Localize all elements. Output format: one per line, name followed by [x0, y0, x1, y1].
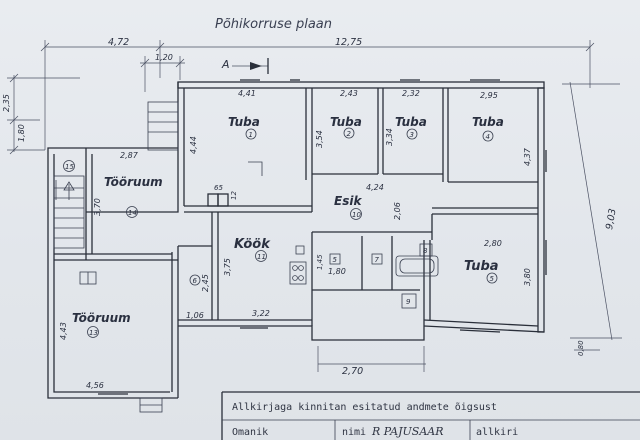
room-tuba-1: Tuba 1	[228, 115, 260, 140]
tuba1-corner-mark	[248, 161, 263, 176]
room-tuba-5-name: Tuba	[464, 259, 499, 274]
dim-tuba2-top: 2,43	[340, 89, 358, 98]
title-block-owner-label: Omanik	[232, 427, 269, 438]
room-small-6-num: 6	[193, 277, 198, 285]
room-tooruum-14-name: Tööruum	[104, 175, 163, 189]
bottom-dimension-line	[317, 346, 426, 372]
dim-kook-side: 3,75	[223, 258, 232, 276]
dim-tooruum13-bottom: 4,56	[86, 381, 104, 390]
dim-right-total: 9,03	[604, 208, 619, 231]
interior-walls	[54, 88, 538, 326]
section-marker-a	[232, 58, 269, 74]
room-tooruum-13-num: 13	[89, 329, 98, 337]
room-tuba-1-num: 1	[249, 131, 253, 139]
room-small-6: 6	[189, 274, 201, 286]
room-stair-num: 15	[65, 163, 74, 171]
room-small-5-num: 5	[333, 256, 338, 264]
dim-tuba2-side: 3,54	[315, 130, 324, 148]
outside-steps	[139, 397, 163, 413]
staircase	[53, 175, 85, 249]
room-wc-9: 9	[401, 293, 417, 309]
room-esik-num: 10	[352, 211, 361, 219]
dim-tooruum14-top: 2,87	[120, 151, 139, 160]
room-tuba-5-num: 5	[490, 275, 495, 283]
room-bath-8-num: 8	[423, 247, 428, 255]
room-tuba-1-name: Tuba	[228, 115, 260, 129]
room-tuba-4-num: 4	[486, 133, 490, 141]
dim-tooruum13-side: 4,43	[59, 322, 68, 340]
room-small-5: 5	[329, 253, 341, 265]
workroom-fixture	[79, 271, 97, 285]
room-tuba-2-name: Tuba	[330, 115, 362, 129]
dim-tuba1-side: 4,44	[189, 136, 198, 154]
dim-room5-bottom: 1,80	[328, 267, 346, 276]
dim-kook-bottom: 3,22	[252, 309, 270, 318]
title-block	[221, 391, 640, 440]
dim-tuba4-top: 2,95	[480, 91, 498, 100]
dim-entry-width: 1,20	[155, 53, 173, 62]
room-tuba-3: Tuba 3	[395, 115, 427, 140]
room-tuba-4: Tuba 4	[472, 115, 504, 142]
room-esik-name: Esik	[334, 194, 362, 208]
dim-tuba1-top: 4,41	[238, 89, 256, 98]
dim-tuba3-top: 2,32	[402, 89, 420, 98]
room-tooruum-13-name: Tööruum	[72, 311, 131, 325]
dim-tuba5-top: 2,80	[484, 239, 502, 248]
room-bath-8: 8	[419, 243, 433, 257]
dim-opening-12: 12	[230, 191, 238, 200]
dim-top-left: 4,72	[108, 37, 129, 48]
left-dimension-line	[7, 73, 80, 155]
dim-tuba3-side: 3,34	[385, 128, 394, 146]
dim-esik-side: 2,06	[393, 202, 402, 220]
dim-tuba5-side: 3,80	[523, 268, 532, 286]
room-tuba-4-name: Tuba	[472, 115, 504, 129]
right-dimension-line	[562, 81, 622, 351]
dim-top-right: 12,75	[335, 37, 362, 48]
room-kook-num: 11	[257, 253, 266, 261]
room-stair-15: 15	[63, 160, 75, 172]
dim-room6-side: 2,45	[201, 274, 210, 292]
dim-room6-bottom: 1,06	[186, 311, 204, 320]
room-small-7-num: 7	[375, 256, 380, 264]
title-block-statement: Allkirjaga kinnitan esitatud andmete õig…	[232, 402, 497, 413]
room-kook: Köök 11	[234, 237, 271, 262]
kitchen-stove	[289, 245, 307, 285]
dim-opening-65: 65	[214, 184, 223, 192]
outer-walls	[47, 81, 545, 399]
room-kook-name: Köök	[234, 237, 271, 252]
room-tooruum-13: Tööruum 13	[72, 311, 131, 338]
room-tuba-2-num: 2	[347, 130, 352, 138]
dim-left-2-35: 2,35	[2, 94, 11, 112]
dim-left-1-80: 1,80	[17, 124, 26, 142]
room-tuba-2: Tuba 2	[330, 115, 362, 139]
title-block-name-value: R PAJUSAAR	[372, 425, 444, 438]
room-tuba-5: Tuba 5	[464, 259, 499, 284]
room-tuba-3-name: Tuba	[395, 115, 427, 129]
room-tuba-3-num: 3	[410, 131, 414, 139]
room-esik: Esik 10	[334, 194, 362, 220]
entry-dimension-line	[140, 56, 185, 92]
dim-room5-side: 1,45	[316, 254, 324, 270]
dim-bottom-width: 2,70	[342, 366, 363, 377]
top-dimension-line	[40, 40, 595, 150]
page-title: Põhikorruse plaan	[215, 17, 332, 32]
dim-right-small: 0,80	[577, 340, 585, 356]
dim-tooruum14-side: 3,70	[93, 198, 102, 216]
dim-tuba4-side: 4,37	[523, 147, 532, 166]
title-block-name-label: nimi	[342, 427, 367, 438]
room-small-7: 7	[371, 253, 383, 265]
room-tooruum-14: Tööruum 14	[104, 175, 163, 218]
chimney	[207, 193, 229, 207]
dim-esik-width: 4,24	[366, 183, 384, 192]
section-label-a: A	[221, 58, 230, 71]
window-marks	[55, 79, 547, 395]
bathtub	[395, 255, 439, 277]
room-wc-9-num: 9	[406, 298, 411, 306]
title-block-sign-label: allkiri	[476, 427, 519, 438]
room-tooruum-14-num: 14	[128, 209, 137, 217]
